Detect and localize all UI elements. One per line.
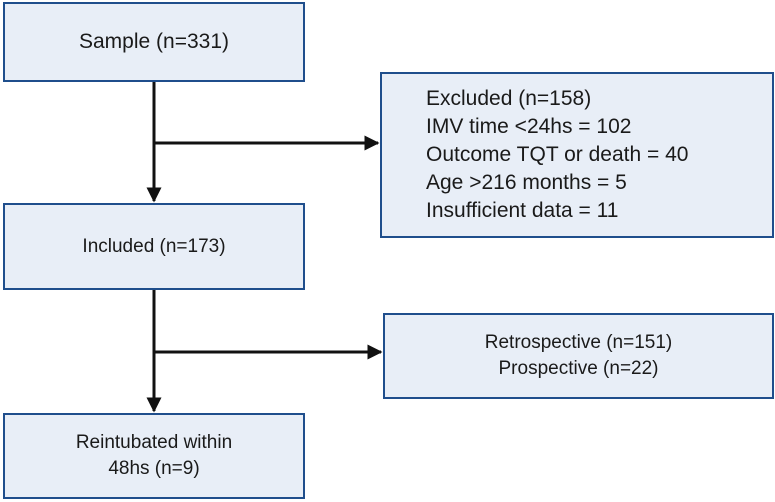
excluded-outcome: Outcome TQT or death = 40: [426, 143, 689, 166]
excluded-age: Age >216 months = 5: [426, 171, 627, 194]
excluded-box: Excluded (n=158) IMV time <24hs = 102 Ou…: [380, 72, 774, 238]
cohort-box: Retrospective (n=151) Prospective (n=22): [383, 313, 774, 399]
sample-box: Sample (n=331): [3, 2, 305, 82]
excluded-imv-time: IMV time <24hs = 102: [426, 115, 632, 138]
excluded-label: Excluded (n=158): [426, 87, 592, 110]
reintubated-label-line-1: Reintubated within: [75, 432, 233, 453]
included-box: Included (n=173): [3, 203, 305, 290]
reintubated-box: Reintubated within 48hs (n=9): [3, 413, 305, 499]
included-label: Included (n=173): [82, 235, 226, 257]
reintubated-label-line-2: 48hs (n=9): [108, 458, 200, 479]
sample-label: Sample (n=331): [78, 30, 229, 53]
retrospective-label: Retrospective (n=151): [484, 332, 673, 353]
excluded-insufficient-data: Insufficient data = 11: [426, 199, 619, 222]
prospective-label: Prospective (n=22): [498, 358, 659, 379]
